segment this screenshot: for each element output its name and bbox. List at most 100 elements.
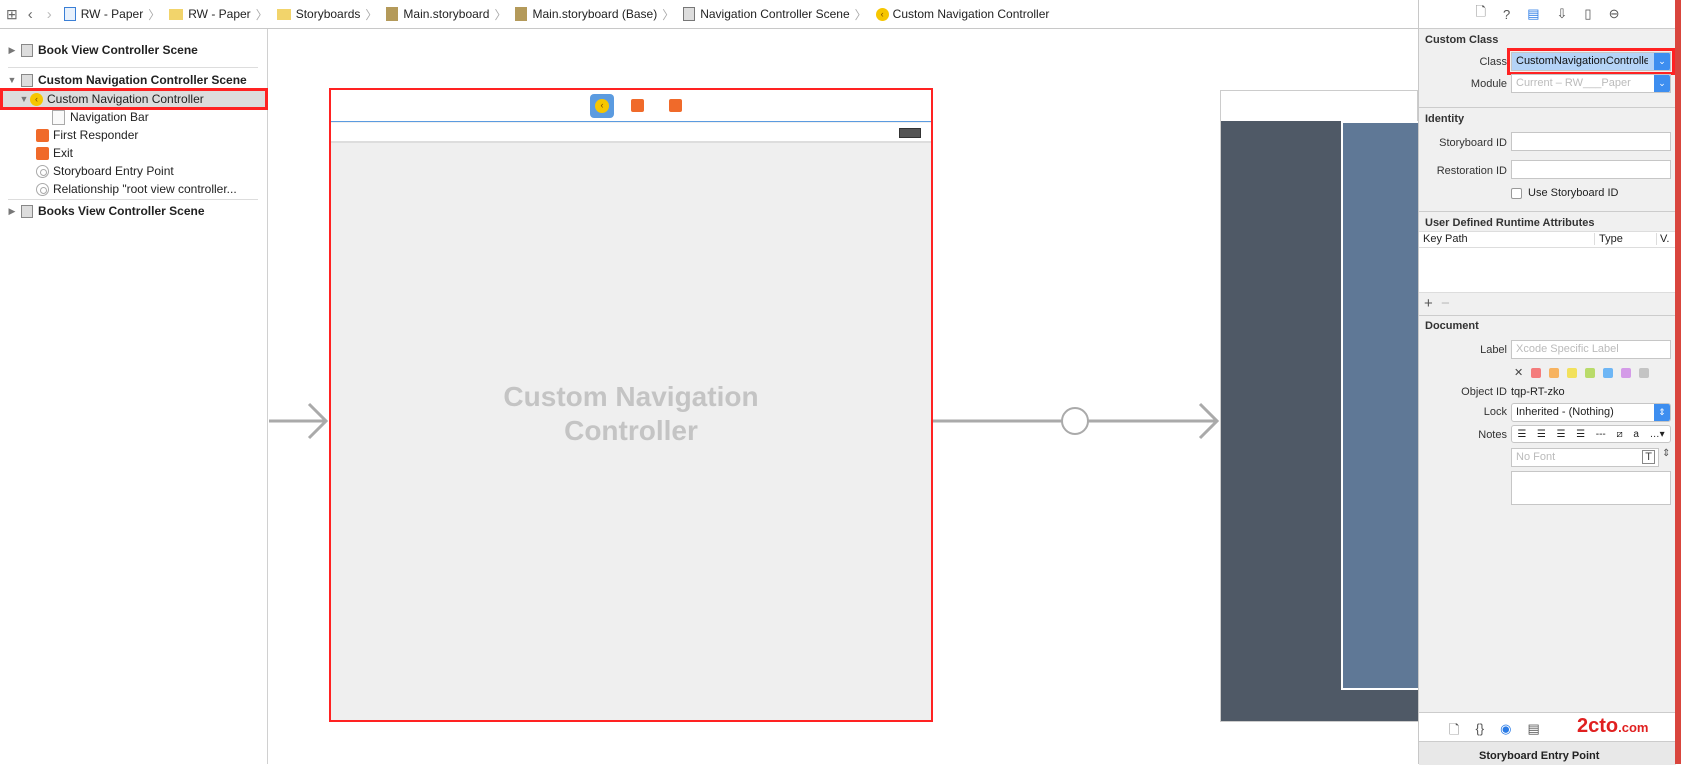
- module-combobox[interactable]: Current – RW___Paper⌄: [1511, 74, 1671, 93]
- storyboard-file-icon: [515, 7, 528, 21]
- attributes-inspector-icon[interactable]: ⇩: [1556, 6, 1568, 21]
- library-item-label: Storyboard Entry Point: [1479, 750, 1600, 762]
- object-id-label: Object ID: [1461, 386, 1507, 398]
- breadcrumb-storyboards[interactable]: Storyboards〉: [276, 6, 383, 23]
- notes-font-field[interactable]: No Font T: [1511, 448, 1659, 467]
- scene-custom-navigation-controller[interactable]: ▼Custom Navigation Controller Scene: [6, 71, 247, 89]
- notes-format-bar: ☰ ☰ ☰ ☰ --- ⧄ a …▾: [1511, 425, 1671, 443]
- font-picker-icon[interactable]: T: [1642, 450, 1655, 464]
- scene-book-view-controller[interactable]: ▶Book View Controller Scene: [6, 41, 198, 59]
- checkbox-label: Use Storyboard ID: [1528, 187, 1619, 199]
- scene-books-view-controller[interactable]: ▶ Books View Controller Scene: [6, 202, 205, 220]
- grid-icon[interactable]: ⊞: [6, 5, 18, 22]
- chevron-down-icon[interactable]: ⌄: [1654, 53, 1670, 70]
- breadcrumb-folder[interactable]: RW - Paper〉: [169, 6, 272, 23]
- media-library-icon[interactable]: ▤: [1527, 721, 1540, 736]
- navigation-controller-scene[interactable]: ‹ Custom Navigation Controller: [329, 88, 933, 722]
- disclosure-down-icon[interactable]: ▼: [7, 75, 17, 85]
- color-swatch[interactable]: [1603, 367, 1614, 378]
- more-icon[interactable]: …▾: [1649, 428, 1665, 440]
- section-heading: Custom Class: [1425, 34, 1499, 46]
- disclosure-right-icon[interactable]: ▶: [8, 44, 16, 55]
- outline-item-storyboard-entry-point[interactable]: Storyboard Entry Point: [36, 162, 174, 180]
- segue-arrows: [269, 402, 1220, 440]
- notes-text-area[interactable]: [1511, 471, 1671, 505]
- disclosure-down-icon[interactable]: ▼: [19, 94, 29, 104]
- jump-bar: ⊞ ‹ › RW - Paper〉 RW - Paper〉 Storyboard…: [0, 0, 1418, 29]
- align-left-icon[interactable]: ☰: [1517, 428, 1527, 440]
- project-icon: [63, 7, 76, 21]
- clear-label-icon[interactable]: ✕: [1514, 367, 1524, 379]
- breadcrumb-main-storyboard[interactable]: Main.storyboard〉: [386, 6, 511, 23]
- color-swatch[interactable]: [1621, 367, 1632, 378]
- outline-item-relationship[interactable]: Relationship "root view controller...: [36, 180, 237, 198]
- section-heading: Identity: [1425, 113, 1465, 125]
- breadcrumb-scene[interactable]: Navigation Controller Scene〉: [683, 6, 871, 23]
- outline-item-first-responder[interactable]: First Responder: [36, 126, 138, 144]
- scene-dock: ‹: [331, 90, 931, 122]
- help-icon[interactable]: ?: [1502, 6, 1511, 22]
- storyboard-canvas[interactable]: ‹ Custom Navigation Controller: [269, 29, 1419, 764]
- align-right-icon[interactable]: ☰: [1556, 428, 1566, 440]
- crumb-label: RW - Paper: [188, 7, 251, 21]
- color-swatch[interactable]: [1585, 367, 1596, 378]
- color-swatch[interactable]: [1549, 367, 1560, 378]
- label-field[interactable]: Xcode Specific Label: [1516, 343, 1619, 355]
- class-combobox[interactable]: CustomNavigationController⌄: [1507, 48, 1675, 75]
- breadcrumb-project[interactable]: RW - Paper〉: [63, 6, 165, 23]
- line-break-icon[interactable]: ---: [1595, 428, 1606, 440]
- object-library-icon[interactable]: ◉: [1500, 721, 1512, 736]
- books-view-controller-scene[interactable]: [1220, 90, 1419, 722]
- justify-icon[interactable]: ☰: [1576, 428, 1586, 440]
- chevron-down-icon[interactable]: ⌄: [1654, 75, 1670, 92]
- disclosure-right-icon[interactable]: ▶: [8, 205, 16, 216]
- breadcrumb-main-storyboard-base[interactable]: Main.storyboard (Base)〉: [515, 6, 679, 23]
- dock-nav-controller-icon[interactable]: ‹: [590, 94, 614, 118]
- outline-item-exit[interactable]: Exit: [36, 144, 73, 162]
- connections-inspector-icon[interactable]: ⊖: [1608, 6, 1620, 21]
- object-id-value: tqp-RT-zko: [1511, 386, 1565, 398]
- font-placeholder: No Font: [1516, 451, 1556, 463]
- restoration-id-field[interactable]: [1511, 160, 1671, 179]
- lock-value: Inherited - (Nothing): [1516, 406, 1614, 418]
- dock-exit-icon[interactable]: [669, 99, 682, 112]
- updown-icon: ⇕: [1654, 404, 1670, 421]
- library-item[interactable]: Storyboard Entry Point: [1419, 741, 1676, 765]
- align-center-icon[interactable]: ☰: [1536, 428, 1546, 440]
- remove-icon[interactable]: −: [1441, 295, 1450, 312]
- dock-first-responder-icon[interactable]: [631, 99, 644, 112]
- code-snippet-icon[interactable]: {}: [1475, 721, 1485, 736]
- column-header[interactable]: Type: [1594, 233, 1623, 245]
- segue-icon: [1061, 407, 1089, 435]
- forward-icon[interactable]: ›: [46, 5, 52, 23]
- color-swatch[interactable]: [1639, 367, 1650, 378]
- file-inspector-icon[interactable]: 🗋: [1475, 4, 1486, 19]
- exit-icon: [36, 146, 49, 160]
- color-swatch[interactable]: [1531, 367, 1542, 378]
- back-icon[interactable]: ‹: [27, 5, 33, 23]
- storyboard-id-field[interactable]: [1511, 132, 1671, 151]
- identity-inspector-icon[interactable]: ▤: [1527, 6, 1540, 21]
- text-color-icon[interactable]: a: [1633, 428, 1639, 440]
- no-color-icon[interactable]: ⧄: [1616, 428, 1623, 440]
- navigation-bar-icon: [52, 109, 65, 125]
- outline-item-navigation-bar[interactable]: Navigation Bar: [52, 108, 149, 126]
- scene-label: Books View Controller Scene: [38, 204, 205, 218]
- size-inspector-icon[interactable]: ▯: [1584, 6, 1592, 21]
- column-header[interactable]: Key Path: [1423, 233, 1468, 245]
- watermark-logo: 2cto.com: [1577, 715, 1649, 737]
- lock-label: Lock: [1483, 406, 1507, 418]
- use-storyboard-id-checkbox[interactable]: Use Storyboard ID: [1511, 187, 1618, 199]
- file-template-icon[interactable]: 🗋: [1449, 722, 1460, 737]
- outline-item-custom-navigation-controller[interactable]: ▼‹Custom Navigation Controller: [0, 88, 268, 110]
- scene-icon: [21, 204, 33, 218]
- item-label: Custom Navigation Controller: [47, 92, 204, 106]
- color-swatch[interactable]: [1567, 367, 1578, 378]
- add-icon[interactable]: +: [1424, 295, 1433, 312]
- breadcrumb-controller[interactable]: ‹Custom Navigation Controller: [875, 7, 1049, 21]
- item-label: Navigation Bar: [70, 110, 149, 124]
- lock-popup[interactable]: Inherited - (Nothing) ⇕: [1511, 403, 1671, 422]
- runtime-attributes-table[interactable]: Key Path Type V.: [1419, 231, 1676, 293]
- column-header[interactable]: V.: [1656, 233, 1669, 245]
- font-size-stepper[interactable]: ⇕: [1662, 448, 1671, 459]
